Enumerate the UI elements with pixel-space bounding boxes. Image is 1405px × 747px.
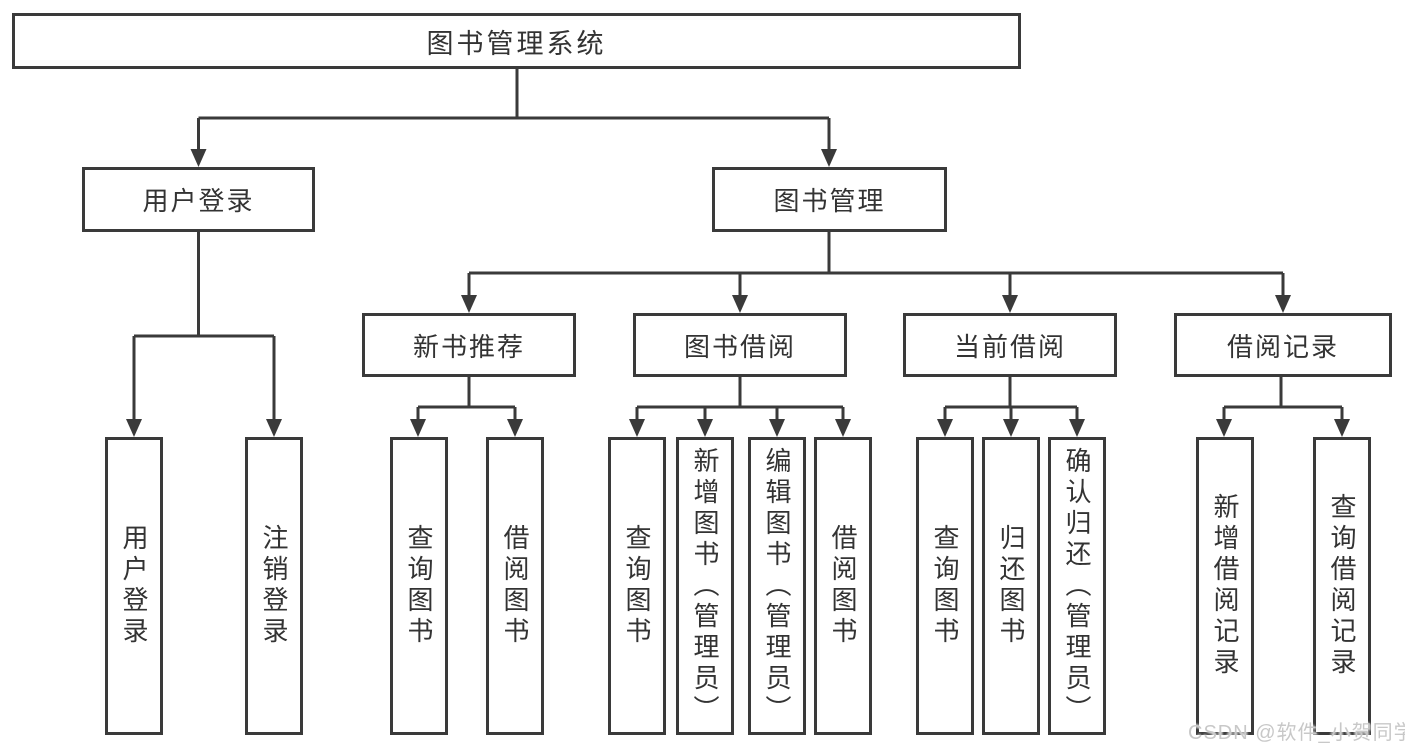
- csdn-watermark: CSDN @软件_小贺同学: [1188, 722, 1405, 744]
- leaf-newbook-query-books-label: 查询图书: [404, 524, 434, 648]
- node-current-borrow: 当前借阅: [903, 313, 1117, 377]
- leaf-borrow-query-books: 查询图书: [608, 437, 666, 735]
- connector-path: [132, 69, 1344, 423]
- leaf-borrow-borrow-books: 借阅图书: [814, 437, 872, 735]
- leaf-newbook-borrow-books-label: 借阅图书: [500, 524, 530, 648]
- node-user-login: 用户登录: [82, 167, 315, 232]
- leaf-records-add-record-label: 新增借阅记录: [1210, 493, 1240, 679]
- leaf-user-login-label: 用户登录: [119, 524, 149, 648]
- leaf-current-confirm-return-admin-label: 确认归还（管理员）: [1062, 446, 1092, 726]
- leaf-user-login: 用户登录: [105, 437, 163, 735]
- leaf-newbook-query-books: 查询图书: [390, 437, 448, 735]
- leaf-current-return-books: 归还图书: [982, 437, 1040, 735]
- leaf-logout: 注销登录: [245, 437, 303, 735]
- leaf-current-confirm-return-admin: 确认归还（管理员）: [1048, 437, 1106, 735]
- node-root-system: 图书管理系统: [12, 13, 1021, 69]
- leaf-borrow-edit-books-admin: 编辑图书（管理员）: [748, 437, 806, 735]
- arrowheads: [126, 149, 1350, 437]
- leaf-borrow-add-books-admin: 新增图书（管理员）: [676, 437, 734, 735]
- leaf-borrow-borrow-books-label: 借阅图书: [828, 524, 858, 648]
- leaf-logout-label: 注销登录: [259, 524, 289, 648]
- leaf-borrow-query-books-label: 查询图书: [622, 524, 652, 648]
- leaf-borrow-add-books-admin-label: 新增图书（管理员）: [690, 446, 720, 726]
- node-borrow-records: 借阅记录: [1174, 313, 1392, 377]
- leaf-current-query-books-label: 查询图书: [930, 524, 960, 648]
- leaf-records-query-record: 查询借阅记录: [1313, 437, 1371, 735]
- node-new-book-recommend: 新书推荐: [362, 313, 576, 377]
- leaf-current-query-books: 查询图书: [916, 437, 974, 735]
- leaf-borrow-edit-books-admin-label: 编辑图书（管理员）: [762, 446, 792, 726]
- node-book-management: 图书管理: [712, 167, 947, 232]
- leaf-current-return-books-label: 归还图书: [996, 524, 1026, 648]
- leaf-records-query-record-label: 查询借阅记录: [1327, 493, 1357, 679]
- leaf-newbook-borrow-books: 借阅图书: [486, 437, 544, 735]
- node-book-borrow: 图书借阅: [633, 313, 847, 377]
- leaf-records-add-record: 新增借阅记录: [1196, 437, 1254, 735]
